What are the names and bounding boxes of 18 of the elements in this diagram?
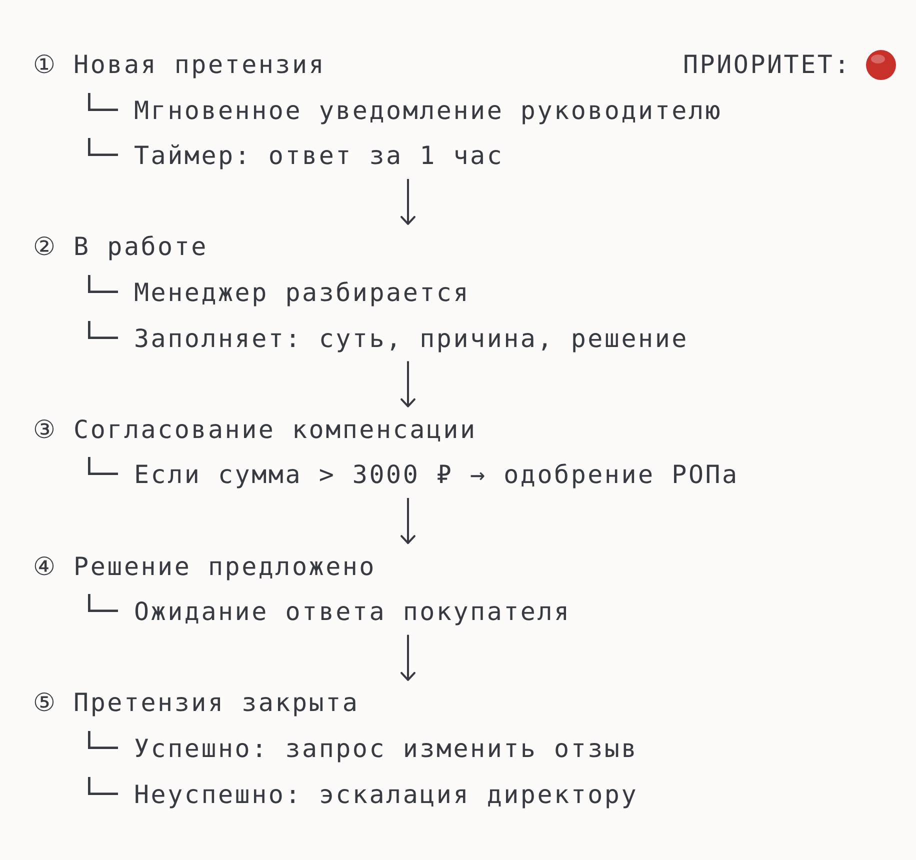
arrow bbox=[400, 361, 416, 408]
step-detail: Успешно: запрос изменить отзыв bbox=[134, 734, 638, 763]
step-detail: Если сумма > 3000 ₽ → одобрение РОПа bbox=[134, 460, 739, 490]
priority-label: ПРИОРИТЕТ: bbox=[682, 50, 851, 80]
step-title: ④ Решение предложено bbox=[33, 552, 376, 581]
step-detail: Ожидание ответа покупателя bbox=[134, 597, 571, 626]
step-detail: Мгновенное уведомление руководителю bbox=[134, 96, 722, 125]
step-title: ② В работе bbox=[33, 232, 208, 262]
step-title: ③ Согласование компенсации bbox=[33, 414, 477, 444]
arrow bbox=[400, 178, 416, 225]
step-detail: Менеджер разбирается bbox=[134, 278, 470, 307]
step-detail: Неуспешно: эскалация директору bbox=[134, 780, 638, 809]
step-detail: Таймер: ответ за 1 час bbox=[134, 141, 504, 170]
step-title: ① Новая претензия bbox=[33, 50, 326, 80]
arrow bbox=[400, 634, 416, 681]
arrow bbox=[400, 498, 416, 544]
step-detail: Заполняет: суть, причина, решение bbox=[134, 324, 688, 353]
step-title: ⑤ Претензия закрыта bbox=[33, 688, 360, 718]
